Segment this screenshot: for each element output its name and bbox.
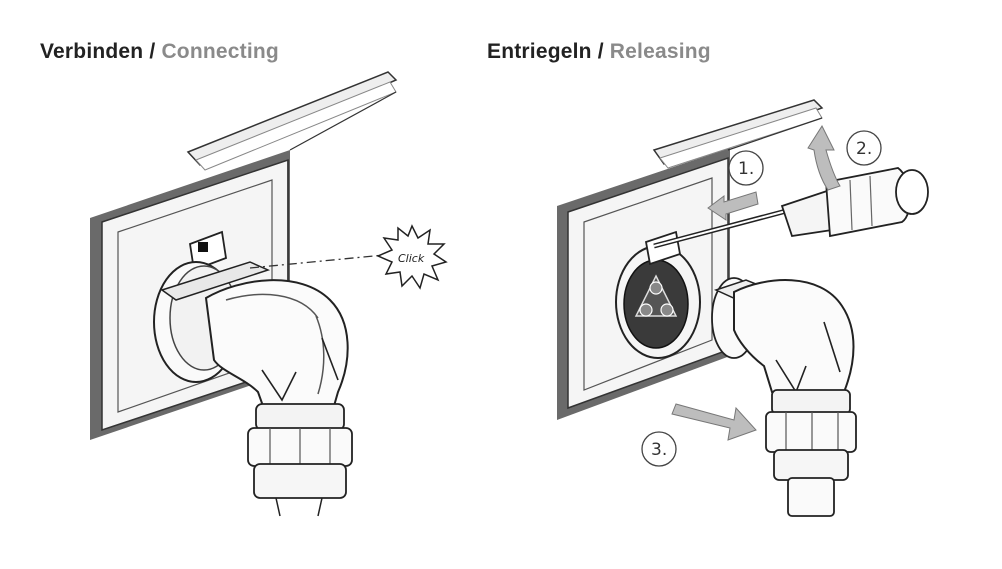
step3-arrow-icon (671, 403, 757, 441)
connecting-separator: / (143, 40, 162, 63)
releasing-illustration: 1. 2. 3. (557, 99, 929, 517)
socket-lid (186, 71, 398, 171)
step3-label: 3. (651, 440, 667, 460)
step1-badge (728, 150, 764, 186)
screwdriver-icon (653, 167, 929, 249)
connecting-heading: Verbinden / Connecting (40, 40, 279, 64)
releasing-title-de: Entriegeln (487, 40, 592, 63)
step2-badge (846, 130, 882, 166)
step3-badge (641, 431, 677, 467)
releasing-separator: / (591, 40, 610, 63)
click-indicator-line (249, 254, 385, 269)
socket-contacts (615, 245, 701, 359)
connecting-title-en: Connecting (161, 40, 279, 63)
connecting-title-de: Verbinden (40, 40, 144, 63)
releasing-title-en: Releasing (609, 40, 711, 63)
click-starburst-icon (376, 224, 448, 290)
releasing-heading: Entriegeln / Releasing (487, 40, 711, 64)
cable-gland (247, 403, 353, 517)
step2-arrow-icon (807, 124, 841, 191)
connecting-illustration: Click (90, 71, 448, 517)
step2-label: 2. (856, 139, 872, 159)
step1-label: 1. (738, 159, 754, 179)
socket-lid-right (652, 99, 824, 169)
detached-plug (711, 277, 857, 517)
step1-arrow-icon (707, 191, 759, 221)
click-label: Click (398, 252, 425, 265)
plug-elbow (204, 279, 349, 421)
